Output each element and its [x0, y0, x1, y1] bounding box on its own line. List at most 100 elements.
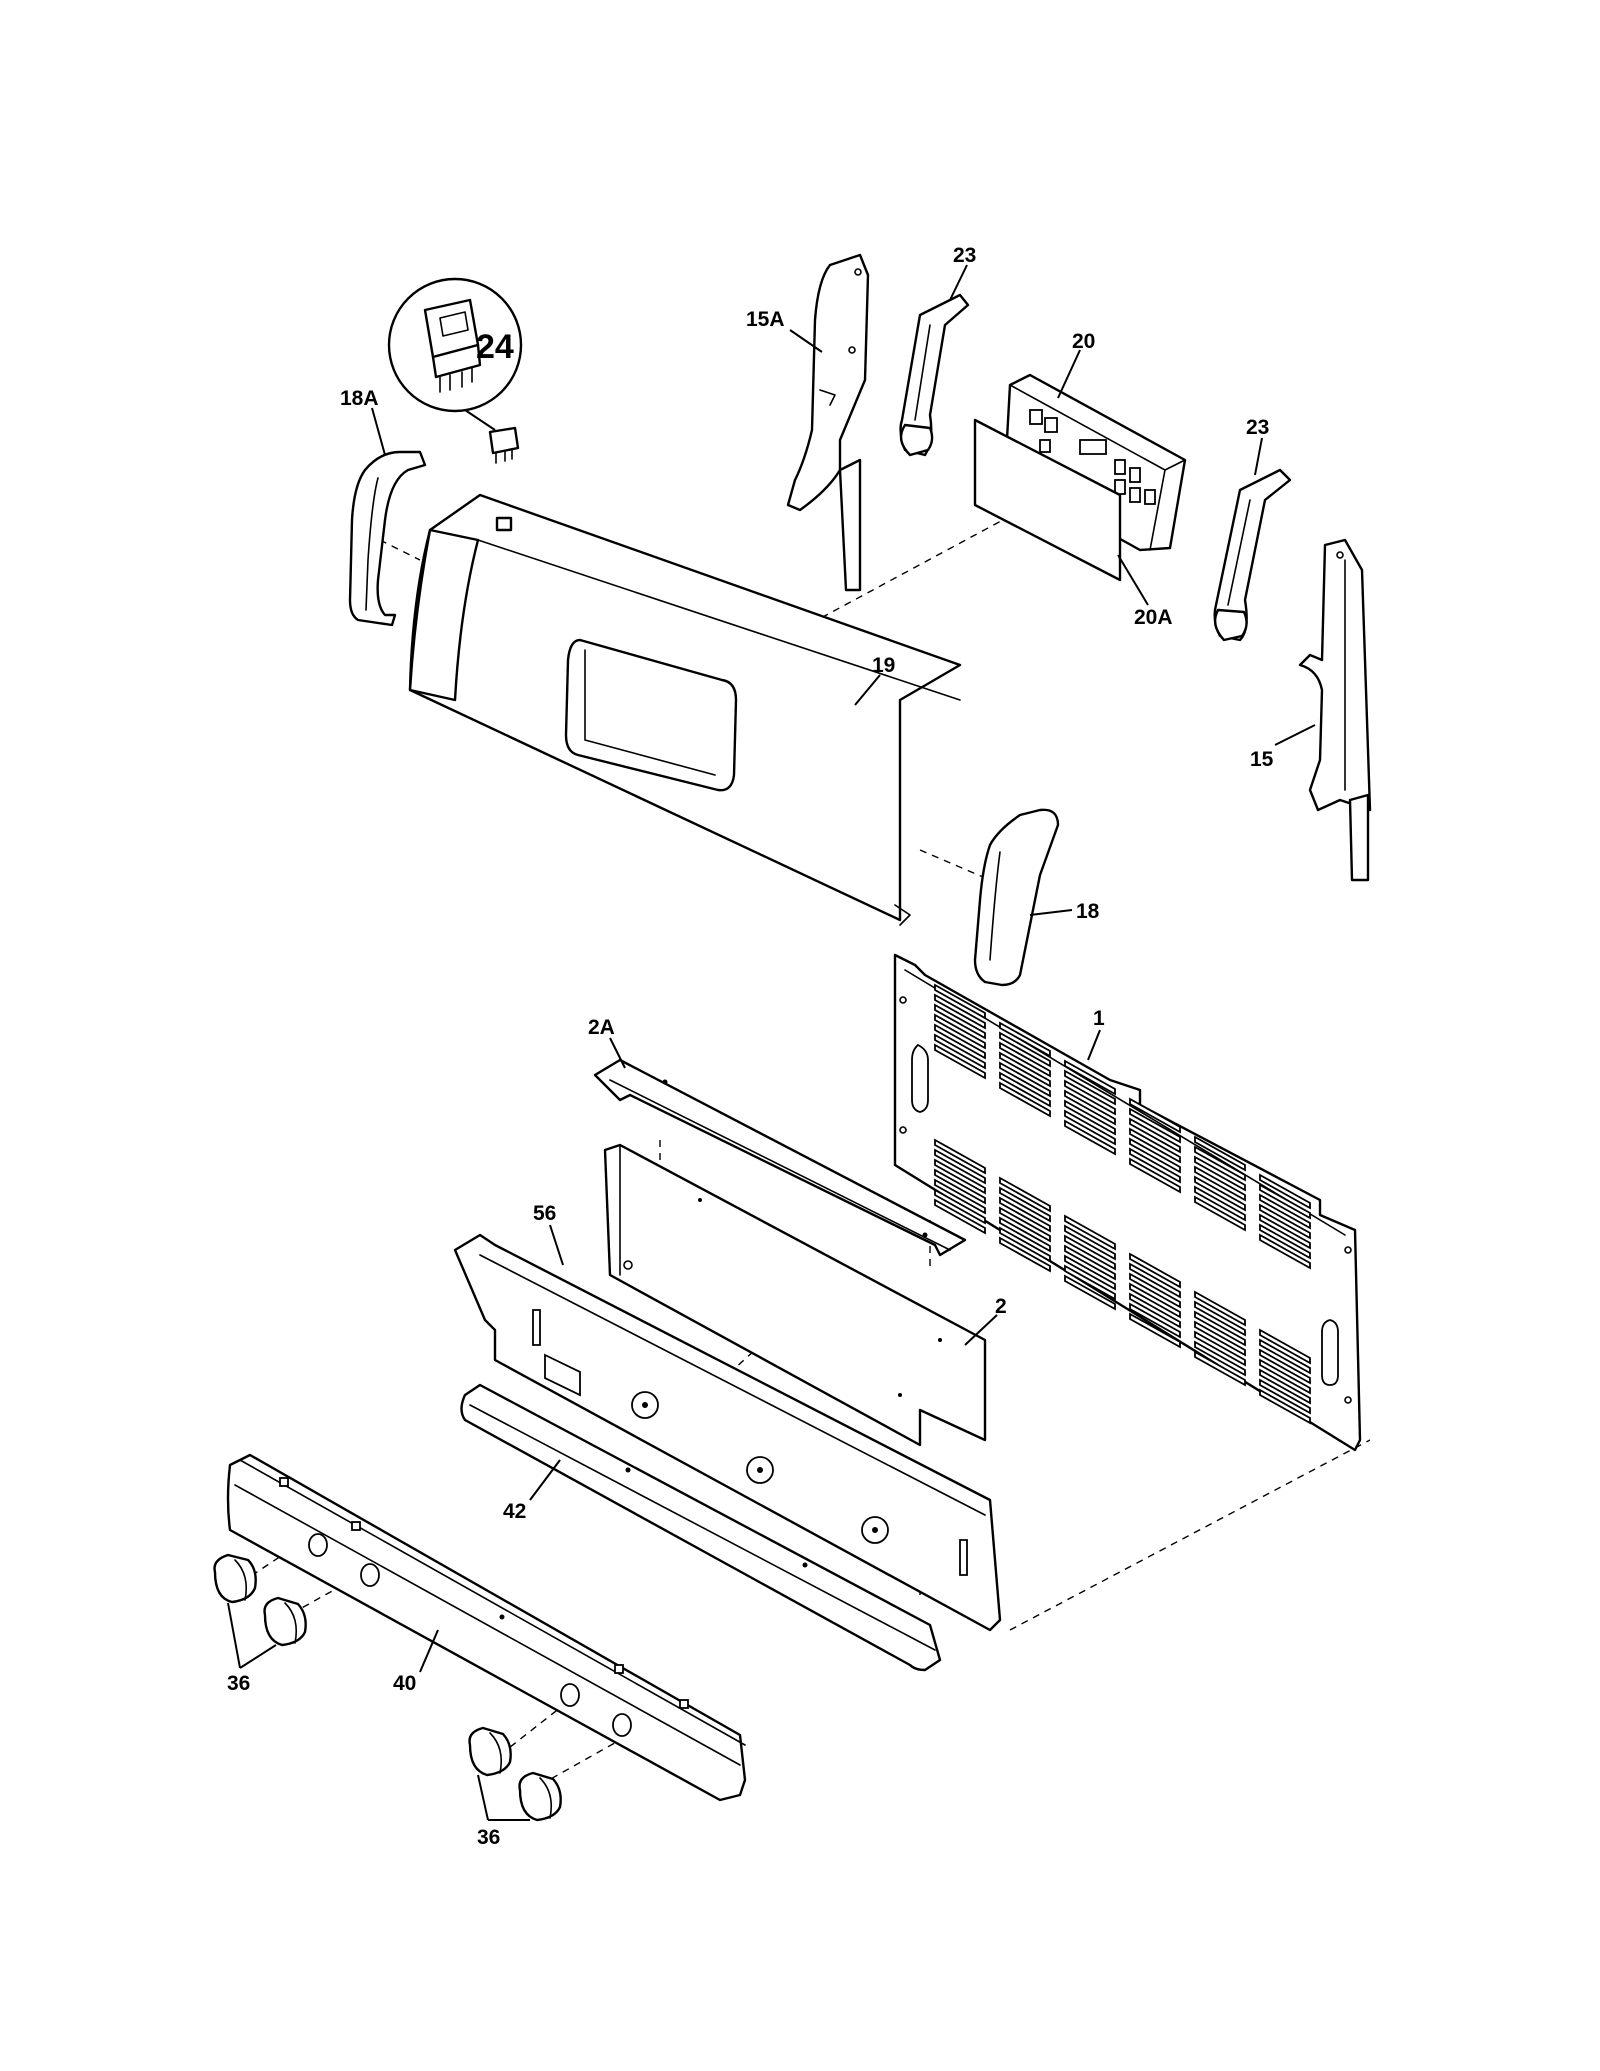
- louver-slot: [999, 1186, 1051, 1223]
- louver-slot: [1129, 1157, 1181, 1194]
- louver-slot: [1259, 1338, 1311, 1375]
- louver-slot: [934, 1043, 986, 1080]
- louver-slot: [1194, 1135, 1246, 1172]
- louver-slot: [1259, 1348, 1311, 1385]
- louver-slot: [999, 1226, 1051, 1263]
- louver-slot: [999, 1041, 1051, 1078]
- louver-slot: [1259, 1203, 1311, 1240]
- louver-slot: [1129, 1097, 1181, 1134]
- callout-20A: 20A: [1134, 606, 1173, 629]
- louver-slot: [1194, 1195, 1246, 1232]
- part-18-right-end-cap: [973, 808, 1060, 987]
- louver-slot: [1064, 1099, 1116, 1136]
- louver-slot: [1064, 1254, 1116, 1291]
- callout-23-right: 23: [1246, 416, 1269, 439]
- louver-slot: [934, 983, 986, 1020]
- callout-2: 2: [995, 1295, 1007, 1318]
- louver-slot: [1129, 1282, 1181, 1319]
- louver-slot: [999, 1051, 1051, 1088]
- callout-20: 20: [1072, 330, 1095, 353]
- louver-slot: [1194, 1320, 1246, 1357]
- louver-slot: [1194, 1310, 1246, 1347]
- louver-slot: [1194, 1185, 1246, 1222]
- louver-slot: [1064, 1214, 1116, 1251]
- louver-slot: [1259, 1183, 1311, 1220]
- part-1-rear-panel: [893, 953, 1362, 1452]
- louver-slot: [1064, 1109, 1116, 1146]
- part-40-knob-panel: [226, 1453, 747, 1802]
- louver-slot: [1129, 1312, 1181, 1349]
- callout-40: 40: [393, 1672, 416, 1695]
- callout-15A: 15A: [746, 308, 785, 331]
- callout-36-left: 36: [227, 1672, 250, 1695]
- louver-slot: [934, 1148, 986, 1185]
- louver-slot: [934, 993, 986, 1030]
- louver-slot: [1259, 1378, 1311, 1415]
- callout-15: 15: [1250, 748, 1274, 771]
- louver-slot: [934, 1198, 986, 1235]
- part-18A-left-end-cap: [348, 450, 427, 627]
- callout-36-right: 36: [477, 1826, 500, 1849]
- louver-slot: [1129, 1147, 1181, 1184]
- louver-slot: [1064, 1274, 1116, 1311]
- callout-56: 56: [533, 1202, 556, 1225]
- louver-slot: [1064, 1119, 1116, 1156]
- louver-slot: [1259, 1328, 1311, 1365]
- louver-slot: [1259, 1213, 1311, 1250]
- knob-3: [468, 1726, 512, 1777]
- louver-slot: [934, 1168, 986, 1205]
- louver-slot: [1064, 1069, 1116, 1106]
- louver-slot: [999, 1071, 1051, 1108]
- louver-slot: [1259, 1358, 1311, 1395]
- louver-slot: [999, 1176, 1051, 1213]
- louver-slot: [1129, 1302, 1181, 1339]
- louver-slot: [1129, 1117, 1181, 1154]
- part-20-clock-control: [973, 373, 1187, 582]
- louver-slot: [934, 1188, 986, 1225]
- part-15A-left-bracket: [786, 253, 870, 592]
- knob-4: [518, 1771, 562, 1822]
- louver-slot: [1064, 1059, 1116, 1096]
- louver-slot: [999, 1081, 1051, 1118]
- louver-slot: [934, 1033, 986, 1070]
- louver-slots: [934, 983, 1311, 1425]
- louver-slot: [934, 1178, 986, 1215]
- callout-23-top: 23: [953, 244, 976, 267]
- louver-slot: [1259, 1368, 1311, 1405]
- louver-slot: [1259, 1173, 1311, 1210]
- louver-slot: [999, 1236, 1051, 1273]
- louver-slot: [999, 1196, 1051, 1233]
- louver-slot: [1259, 1193, 1311, 1230]
- louver-slot: [1064, 1234, 1116, 1271]
- louver-slot: [1259, 1388, 1311, 1425]
- part-2-panel: [603, 1143, 987, 1447]
- callout-18: 18: [1076, 900, 1100, 923]
- callout-24: 24: [476, 328, 514, 366]
- callout-labels: 24 18A 15A 23 20 23 20A 19 15 18 1 2A 56…: [227, 244, 1274, 1849]
- louver-slot: [1129, 1127, 1181, 1164]
- louver-slot: [999, 1021, 1051, 1058]
- part-23-right-hinge: [1213, 468, 1292, 642]
- part-15-right-bracket: [1298, 538, 1372, 882]
- louver-slot: [1259, 1233, 1311, 1270]
- part-36-knobs: [213, 1553, 562, 1822]
- louver-slot: [999, 1061, 1051, 1098]
- louver-slot: [1129, 1292, 1181, 1329]
- louver-slot: [1064, 1089, 1116, 1126]
- louver-slot: [1064, 1264, 1116, 1301]
- leader-lines: [227, 264, 1316, 1821]
- callout-2A: 2A: [588, 1016, 615, 1039]
- louver-slot: [1259, 1223, 1311, 1260]
- louver-slot: [934, 1138, 986, 1175]
- louver-slot: [999, 1206, 1051, 1243]
- callout-1: 1: [1093, 1007, 1105, 1030]
- louver-slot: [1064, 1079, 1116, 1116]
- louver-slot: [1129, 1252, 1181, 1289]
- louver-slot: [999, 1031, 1051, 1068]
- part-24-switch: [387, 277, 523, 464]
- louver-slot: [1064, 1244, 1116, 1281]
- louver-slot: [1129, 1137, 1181, 1174]
- part-56-control-back: [453, 1233, 1002, 1632]
